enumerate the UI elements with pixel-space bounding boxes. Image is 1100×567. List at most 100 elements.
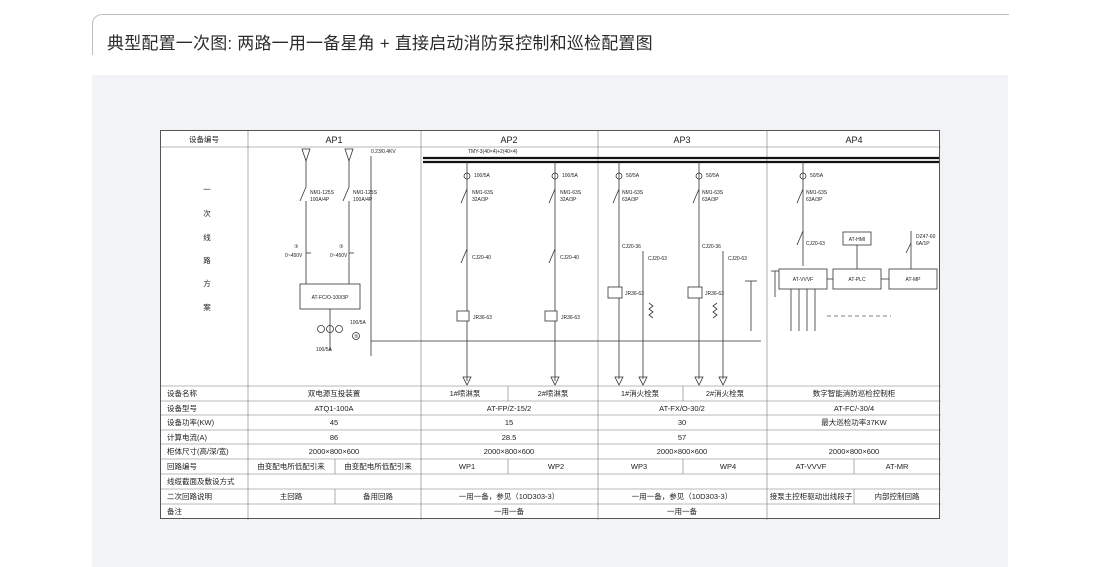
row-label: 计算电流(A) xyxy=(167,432,207,442)
column-ap1: AP1 xyxy=(325,135,342,145)
ap1-circuit: NM1-125S 100A/4P NM1-125S 100A/4P ③ 0~45… xyxy=(285,148,378,353)
column-ap3: AP3 xyxy=(673,135,690,145)
row-label: 设备型号 xyxy=(167,403,197,413)
ap1-voltmeter-2: 0~450V xyxy=(330,253,348,259)
ap2-contactor-1: CJ20-40 xyxy=(472,255,491,261)
row-label: 备注 xyxy=(167,506,182,516)
cell-secondary-note: 一用一备，参见（10D303-3） xyxy=(459,491,559,501)
cell-power: 45 xyxy=(330,418,338,427)
wiring-diagram-sheet: 设备编号 AP1 AP2 AP3 AP4 一 次 线 路 方 案 0.23/0.… xyxy=(160,130,941,520)
ap4-contactor: CJ20-63 xyxy=(806,241,825,247)
bus-spec-label: TMY-3(40×4)+2(40×4) xyxy=(468,149,518,155)
cell-circuit-number: AT-VVVF xyxy=(796,462,827,471)
ap2-ct-2: 100/5A xyxy=(562,173,579,179)
cell-circuit-number: WP2 xyxy=(548,462,564,471)
cell-secondary-note: 主回路 xyxy=(280,491,303,501)
cell-device-model: ATQ1-100A xyxy=(314,404,353,413)
row-label: 设备名称 xyxy=(167,388,197,398)
cell-device-name: 2#消火栓泵 xyxy=(706,388,745,398)
ap4-mp: AT-MP xyxy=(906,277,922,283)
cell-circuit-number: AT-MR xyxy=(886,462,909,471)
ap4-breaker: NM1-63S xyxy=(806,190,828,196)
ap2-breaker-rating-2: 32A/3P xyxy=(560,197,577,203)
ap1-voltmeter-1: 0~450V xyxy=(285,253,303,259)
cell-device-name: 1#消火栓泵 xyxy=(621,388,660,398)
cell-current: 28.5 xyxy=(502,433,517,442)
scheme-label: 一 次 线 路 方 案 xyxy=(203,185,211,312)
ap2-ct-1: 100/5A xyxy=(474,173,491,179)
ap4-breaker-rating: 63A/3P xyxy=(806,197,823,203)
cell-device-model: AT-FC/-30/4 xyxy=(834,404,874,413)
ap4-mcb-rating: 6A/1P xyxy=(916,241,930,247)
ap2-relay-1: JR36-63 xyxy=(473,315,492,321)
ap2-breaker-rating-1: 32A/3P xyxy=(472,197,489,203)
ap4-plc: AT-PLC xyxy=(848,277,866,283)
busbar: 0.23/0.4KV TMY-3(40×4)+2(40×4) xyxy=(370,149,939,356)
table-grid xyxy=(161,131,941,520)
ap3-contactor-a-2: CJ20-36 xyxy=(702,244,721,250)
cell-circuit-number: 由变配电所低配引来 xyxy=(344,461,412,471)
ap1-meter-2: ③ xyxy=(339,244,344,250)
ap3-contactor-a-1: CJ20-36 xyxy=(622,244,641,250)
ap2-relay-2: JR36-63 xyxy=(561,315,580,321)
cell-device-name: 2#喷淋泵 xyxy=(538,388,569,398)
cell-device-name: 数字智能消防巡检控制柜 xyxy=(813,388,896,398)
ap1-ats: AT-FC/O-100/3P xyxy=(312,295,350,301)
ap3-contactor-b-2: CJ20-63 xyxy=(728,256,747,262)
cell-power: 最大巡检功率37KW xyxy=(821,417,887,427)
ap1-ct-number: ⑤ xyxy=(354,334,359,340)
cell-secondary-note: 接泵主控柜驱动出线段子 xyxy=(770,491,853,501)
ap3-contactor-b-1: CJ20-63 xyxy=(648,256,667,262)
cell-remark: 一用一备 xyxy=(667,506,697,516)
ap1-breaker-rating-2: 100A/4P xyxy=(353,197,373,203)
page-title: 典型配置一次图: 两路一用一备星角 + 直接启动消防泵控制和巡检配置图 xyxy=(107,34,653,53)
ap3-breaker-2: NM1-63S xyxy=(702,190,724,196)
ap3-ct-1: 50/5A xyxy=(626,173,640,179)
cell-cabinet-size: 2000×800×600 xyxy=(657,447,707,456)
ap4-hmi: AT-HMI xyxy=(849,237,866,243)
cell-current: 86 xyxy=(330,433,338,442)
ap3-breaker-rating-2: 63A/3P xyxy=(702,197,719,203)
ap4-ct: 50/5A xyxy=(810,173,824,179)
ap3-ct-2: 50/5A xyxy=(706,173,720,179)
scheme-char: 一 xyxy=(203,185,211,194)
scheme-char: 次 xyxy=(203,208,211,218)
cell-circuit-number: WP4 xyxy=(720,462,736,471)
ap3-circuit: 50/5A NM1-63S 63A/3P CJ20-36 CJ20-63 JR3… xyxy=(607,162,757,386)
ap1-breaker-1: NM1-125S xyxy=(310,190,335,196)
cell-circuit-number: WP1 xyxy=(459,462,475,471)
ap4-mcb: DZ47-60 xyxy=(916,234,936,240)
cell-power: 15 xyxy=(505,418,513,427)
row-label: 设备功率(KW) xyxy=(167,417,215,427)
scheme-char: 路 xyxy=(203,255,211,265)
ap1-ct-ratio-bottom: 100/5A xyxy=(316,347,333,353)
bus-voltage-label: 0.23/0.4KV xyxy=(371,149,396,155)
cell-device-name: 1#喷淋泵 xyxy=(450,388,481,398)
scheme-char: 案 xyxy=(203,302,211,312)
ap1-breaker-2: NM1-125S xyxy=(353,190,378,196)
cell-secondary-note: 备用回路 xyxy=(363,491,393,501)
ap1-breaker-rating-1: 100A/4P xyxy=(310,197,330,203)
ap3-relay-2: JR36-63 xyxy=(705,291,724,297)
cell-cabinet-size: 2000×800×600 xyxy=(309,447,359,456)
ap2-breaker-2: NM1-63S xyxy=(560,190,582,196)
ap2-contactor-2: CJ20-40 xyxy=(560,255,579,261)
scheme-char: 方 xyxy=(203,278,211,288)
ap1-ct-ratio: 100/5A xyxy=(350,320,367,326)
column-ap2: AP2 xyxy=(500,135,517,145)
cell-cabinet-size: 2000×800×600 xyxy=(484,447,534,456)
wiring-diagram-svg: 设备编号 AP1 AP2 AP3 AP4 一 次 线 路 方 案 0.23/0.… xyxy=(161,131,941,520)
title-frame xyxy=(92,14,1009,55)
cell-device-model: AT-FX/O-30/2 xyxy=(659,404,705,413)
ap3-breaker-1: NM1-63S xyxy=(622,190,644,196)
ap2-circuit: 100/5A NM1-63S 32A/3P CJ20-40 JR36-63 10… xyxy=(371,162,761,386)
header-device-number: 设备编号 xyxy=(189,134,219,144)
row-labels: 设备名称 设备型号 设备功率(KW) 计算电流(A) 柜体尺寸(高/深/宽) 回… xyxy=(167,388,235,516)
row-label: 线缆截面及敷设方式 xyxy=(167,476,235,486)
cell-device-model: AT-FP/Z-15/2 xyxy=(487,404,531,413)
row-label: 二次回路说明 xyxy=(167,491,212,501)
ap4-circuit: 50/5A NM1-63S 63A/3P CJ20-63 AT-HMI AT-V… xyxy=(771,162,938,331)
cell-device-name: 双电源互投装置 xyxy=(308,388,361,398)
table-cells: 双电源互投装置 1#喷淋泵 2#喷淋泵 1#消火栓泵 2#消火栓泵 数字智能消防… xyxy=(257,388,920,516)
ap3-breaker-rating-1: 63A/3P xyxy=(622,197,639,203)
